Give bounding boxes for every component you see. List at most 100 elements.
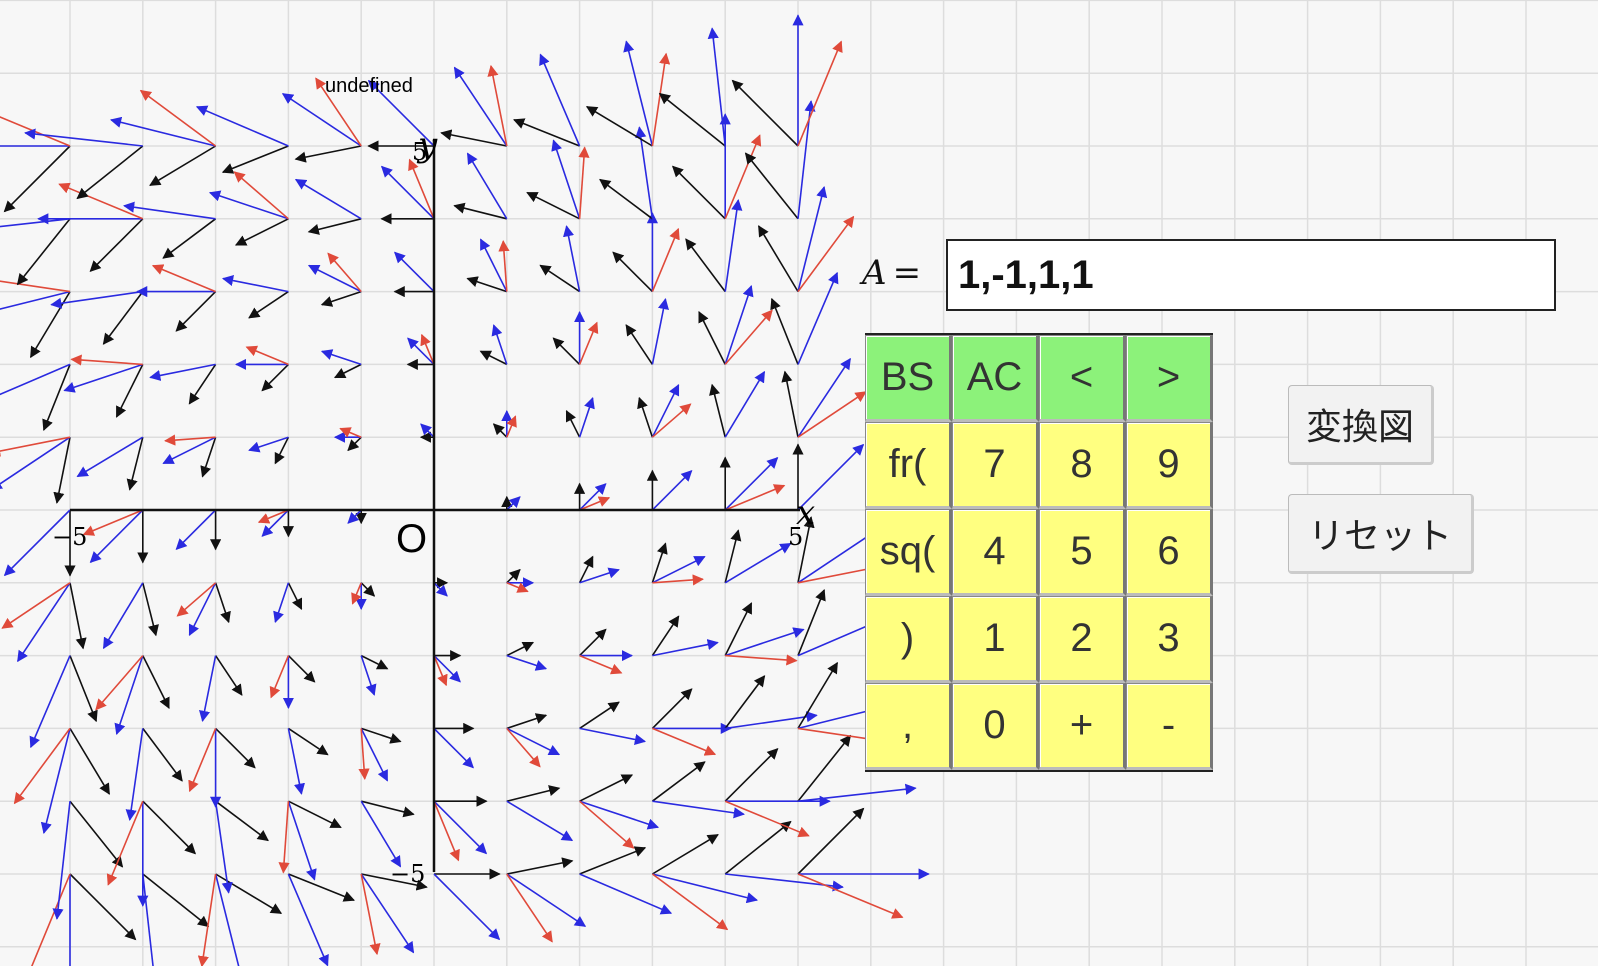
vector-arrow-176: [506, 496, 521, 511]
vector-arrow-78: [162, 218, 217, 259]
key-13[interactable]: 1: [952, 596, 1039, 683]
undefined-annotation: undefined: [325, 75, 413, 97]
vector-arrow-258: [724, 456, 779, 511]
vector-arrow-270: [658, 92, 726, 147]
vector-arrow-50: [89, 218, 144, 273]
vector-arrow-295: [744, 152, 799, 220]
key-6[interactable]: 8: [1039, 422, 1126, 509]
vector-arrow-84: [287, 873, 329, 966]
key-4[interactable]: fr(: [865, 422, 952, 509]
vector-arrow-271: [707, 27, 726, 147]
vector-arrow-23: [16, 218, 71, 286]
vector-arrow-106: [208, 190, 289, 220]
key-12[interactable]: ): [865, 596, 952, 683]
matrix-input[interactable]: [946, 239, 1556, 311]
vector-arrow-205: [565, 409, 581, 438]
vector-arrow-129: [320, 349, 362, 366]
vector-arrow-171: [506, 654, 548, 671]
key-14[interactable]: 2: [1039, 596, 1126, 683]
vector-arrow-60: [215, 727, 256, 769]
key-7[interactable]: 9: [1126, 422, 1213, 509]
vector-arrow-179: [506, 415, 517, 438]
key-16[interactable]: ,: [865, 683, 952, 770]
vector-arrow-294: [797, 215, 855, 293]
key-5[interactable]: 7: [952, 422, 1039, 509]
key-9[interactable]: 4: [952, 509, 1039, 596]
vector-arrow-267: [671, 165, 726, 220]
vector-arrow-125: [347, 436, 362, 452]
vector-arrow-79: [123, 201, 216, 220]
key-11[interactable]: 6: [1126, 509, 1213, 596]
vector-arrow-263: [724, 284, 754, 365]
vector-arrow-203: [579, 483, 607, 511]
vector-arrow-135: [294, 145, 362, 163]
vector-arrow-137: [315, 77, 362, 147]
vector-arrow-45: [115, 364, 144, 418]
vector-arrow-82: [139, 89, 217, 147]
vector-arrow-151: [420, 423, 435, 438]
key-10[interactable]: 5: [1039, 509, 1126, 596]
vector-arrow-6: [40, 728, 71, 835]
vector-arrow-87: [278, 801, 290, 874]
vector-arrow-48: [102, 291, 144, 345]
vector-arrow-233: [651, 383, 680, 438]
vector-arrow-66: [188, 582, 217, 637]
vector-arrow-58: [215, 800, 269, 842]
vector-arrow-215: [513, 118, 580, 147]
vector-arrow-243: [623, 40, 654, 147]
key-17[interactable]: 0: [952, 683, 1039, 770]
vector-arrow-32: [106, 800, 144, 886]
vector-arrow-53: [76, 145, 144, 200]
key-3[interactable]: >: [1126, 335, 1213, 422]
key-19[interactable]: -: [1126, 683, 1213, 770]
vector-arrow-37: [95, 655, 144, 711]
tick-y-max: 5: [412, 138, 427, 166]
key-1[interactable]: AC: [952, 335, 1039, 422]
vector-arrow-116: [360, 728, 389, 782]
vector-arrow-228: [652, 555, 706, 584]
vector-arrow-224: [652, 727, 717, 756]
vector-arrow-292: [758, 225, 799, 293]
vector-arrow-260: [709, 383, 726, 438]
vector-arrow-240: [599, 178, 653, 220]
vector-arrow-232: [637, 396, 654, 438]
x-axis-label: x: [796, 493, 815, 533]
vector-arrow-167: [506, 713, 548, 730]
matrix-name: A: [862, 253, 887, 293]
vector-arrow-272: [797, 807, 865, 875]
vector-arrow-57: [197, 873, 217, 966]
vector-arrow-181: [491, 324, 508, 365]
vector-arrow-102: [245, 345, 289, 366]
reset-button[interactable]: リセット: [1288, 494, 1474, 574]
vector-arrow-275: [797, 734, 852, 802]
vector-arrow-235: [625, 324, 654, 365]
vector-arrow-12: [1, 582, 71, 629]
transform-diagram-button[interactable]: 変換図: [1288, 385, 1434, 465]
vector-arrow-107: [233, 171, 289, 220]
vector-arrow-146: [433, 655, 461, 683]
key-2[interactable]: <: [1039, 335, 1126, 422]
key-0[interactable]: BS: [865, 335, 952, 422]
vector-arrow-120: [360, 582, 376, 597]
vector-arrow-161: [367, 79, 435, 147]
key-8[interactable]: sq(: [865, 509, 952, 596]
vector-arrow-188: [453, 66, 508, 147]
vector-arrow-254: [725, 654, 798, 666]
vector-arrow-80: [149, 145, 217, 186]
vector-arrow-98: [274, 436, 290, 465]
vector-arrow-97: [257, 509, 289, 524]
key-18[interactable]: +: [1039, 683, 1126, 770]
vector-arrow-111: [360, 873, 415, 954]
key-15[interactable]: 3: [1126, 596, 1213, 683]
vector-arrow-264: [724, 309, 773, 365]
vector-arrow-165: [506, 785, 561, 802]
vector-arrow-247: [724, 747, 779, 802]
vector-arrow-117: [358, 728, 370, 780]
vector-arrow-170: [506, 641, 535, 657]
vector-arrow-29: [142, 873, 154, 966]
vector-arrow-156: [394, 251, 435, 293]
vector-arrow-34: [125, 728, 144, 821]
axes: [70, 140, 800, 872]
vector-arrow-44: [76, 436, 144, 478]
